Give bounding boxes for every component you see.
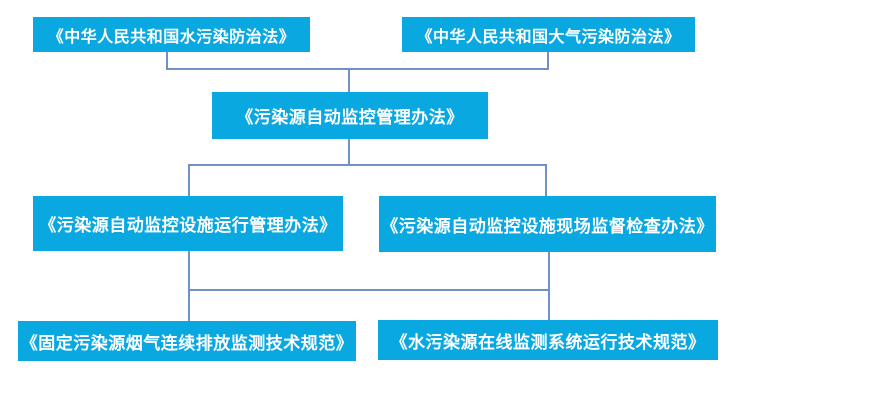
node-auto-monitoring-measures: 《污染源自动监控管理办法》 bbox=[212, 92, 488, 139]
node-air-pollution-law: 《中华人民共和国大气污染防治法》 bbox=[402, 17, 695, 52]
connector-top-bus-to-auto-measures bbox=[348, 68, 350, 92]
connector-air-law-drop bbox=[547, 52, 549, 70]
node-onsite-inspection-measures: 《污染源自动监控设施现场监督检查办法》 bbox=[379, 196, 716, 252]
connector-operation-to-flue-gas bbox=[188, 251, 190, 321]
connector-top-bus bbox=[166, 68, 549, 70]
connector-bottom-bus bbox=[188, 289, 550, 291]
node-water-online-monitoring-spec: 《水污染源在线监测系统运行技术规范》 bbox=[378, 320, 718, 360]
node-flue-gas-cems-spec: 《固定污染源烟气连续排放监测技术规范》 bbox=[18, 321, 356, 361]
node-water-pollution-law: 《中华人民共和国水污染防治法》 bbox=[33, 17, 310, 52]
connector-inspection-to-water-online bbox=[548, 252, 550, 320]
connector-mid-bus bbox=[188, 164, 547, 166]
connector-mid-bus-to-operation bbox=[188, 164, 190, 196]
connector-water-law-drop bbox=[166, 52, 168, 70]
connector-auto-measures-drop bbox=[348, 139, 350, 166]
connector-mid-bus-to-inspection bbox=[545, 164, 547, 196]
node-facility-operation-measures: 《污染源自动监控设施运行管理办法》 bbox=[33, 196, 343, 251]
